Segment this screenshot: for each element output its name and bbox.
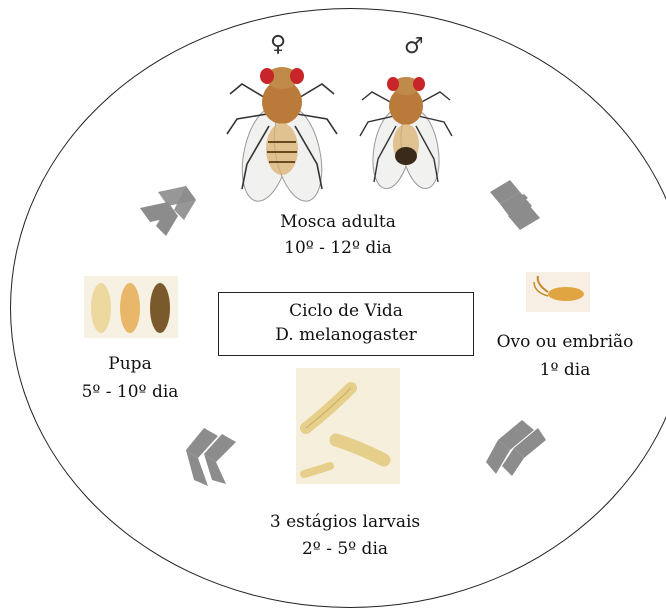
arrow-egg-to-larva: [486, 420, 546, 476]
arrow-larva-to-pupa: [180, 428, 242, 486]
pupa-label: Pupa: [60, 352, 200, 376]
egg-label: Ovo ou embrião: [490, 330, 640, 354]
female-fly-image: [222, 54, 342, 204]
arrow-adult-to-egg: [484, 176, 544, 232]
adult-days: 10º - 12º dia: [238, 236, 438, 260]
larvae-image: [296, 368, 400, 484]
arrow-pupa-to-adult: [140, 182, 200, 238]
center-title-box: Ciclo de Vida D. melanogaster: [218, 292, 474, 356]
center-title-line1: Ciclo de Vida: [219, 299, 473, 323]
center-title-line2: D. melanogaster: [219, 323, 473, 347]
male-fly-image: [356, 64, 456, 194]
pupa-days: 5º - 10º dia: [60, 380, 200, 404]
larva-days: 2º - 5º dia: [240, 537, 450, 561]
egg-image: [526, 272, 590, 312]
egg-days: 1º dia: [490, 358, 640, 382]
larva-label: 3 estágios larvais: [240, 510, 450, 534]
male-symbol: ♂: [404, 34, 424, 59]
adult-label: Mosca adulta: [238, 210, 438, 234]
pupae-image: [84, 276, 178, 338]
